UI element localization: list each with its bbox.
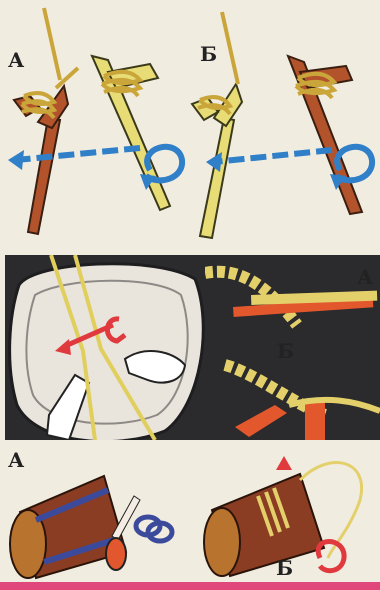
bottom-accent-rule xyxy=(0,582,380,590)
label-top-right: Б xyxy=(200,42,217,66)
label-mid-a: А xyxy=(357,265,373,289)
top-knot-drawing xyxy=(0,0,380,248)
label-top-left: А xyxy=(8,48,24,72)
bundles-drawing xyxy=(0,440,380,585)
down-arrow xyxy=(276,456,292,470)
label-mid-b: Б xyxy=(277,339,294,363)
curl-arrow xyxy=(318,542,344,571)
label-bottom-b: Б xyxy=(276,556,293,580)
hands-rope-drawing xyxy=(5,255,208,440)
top-knot-panel: А Б xyxy=(0,0,380,248)
hands-rope-panel xyxy=(5,255,208,440)
bundles-panel: А Б xyxy=(0,440,380,585)
label-bottom-a: А xyxy=(8,448,24,472)
left-pale-stick xyxy=(92,56,170,210)
twisted-rope-panel: А Б xyxy=(205,255,380,440)
awl-handle xyxy=(106,538,126,570)
left-bundle xyxy=(10,476,172,578)
